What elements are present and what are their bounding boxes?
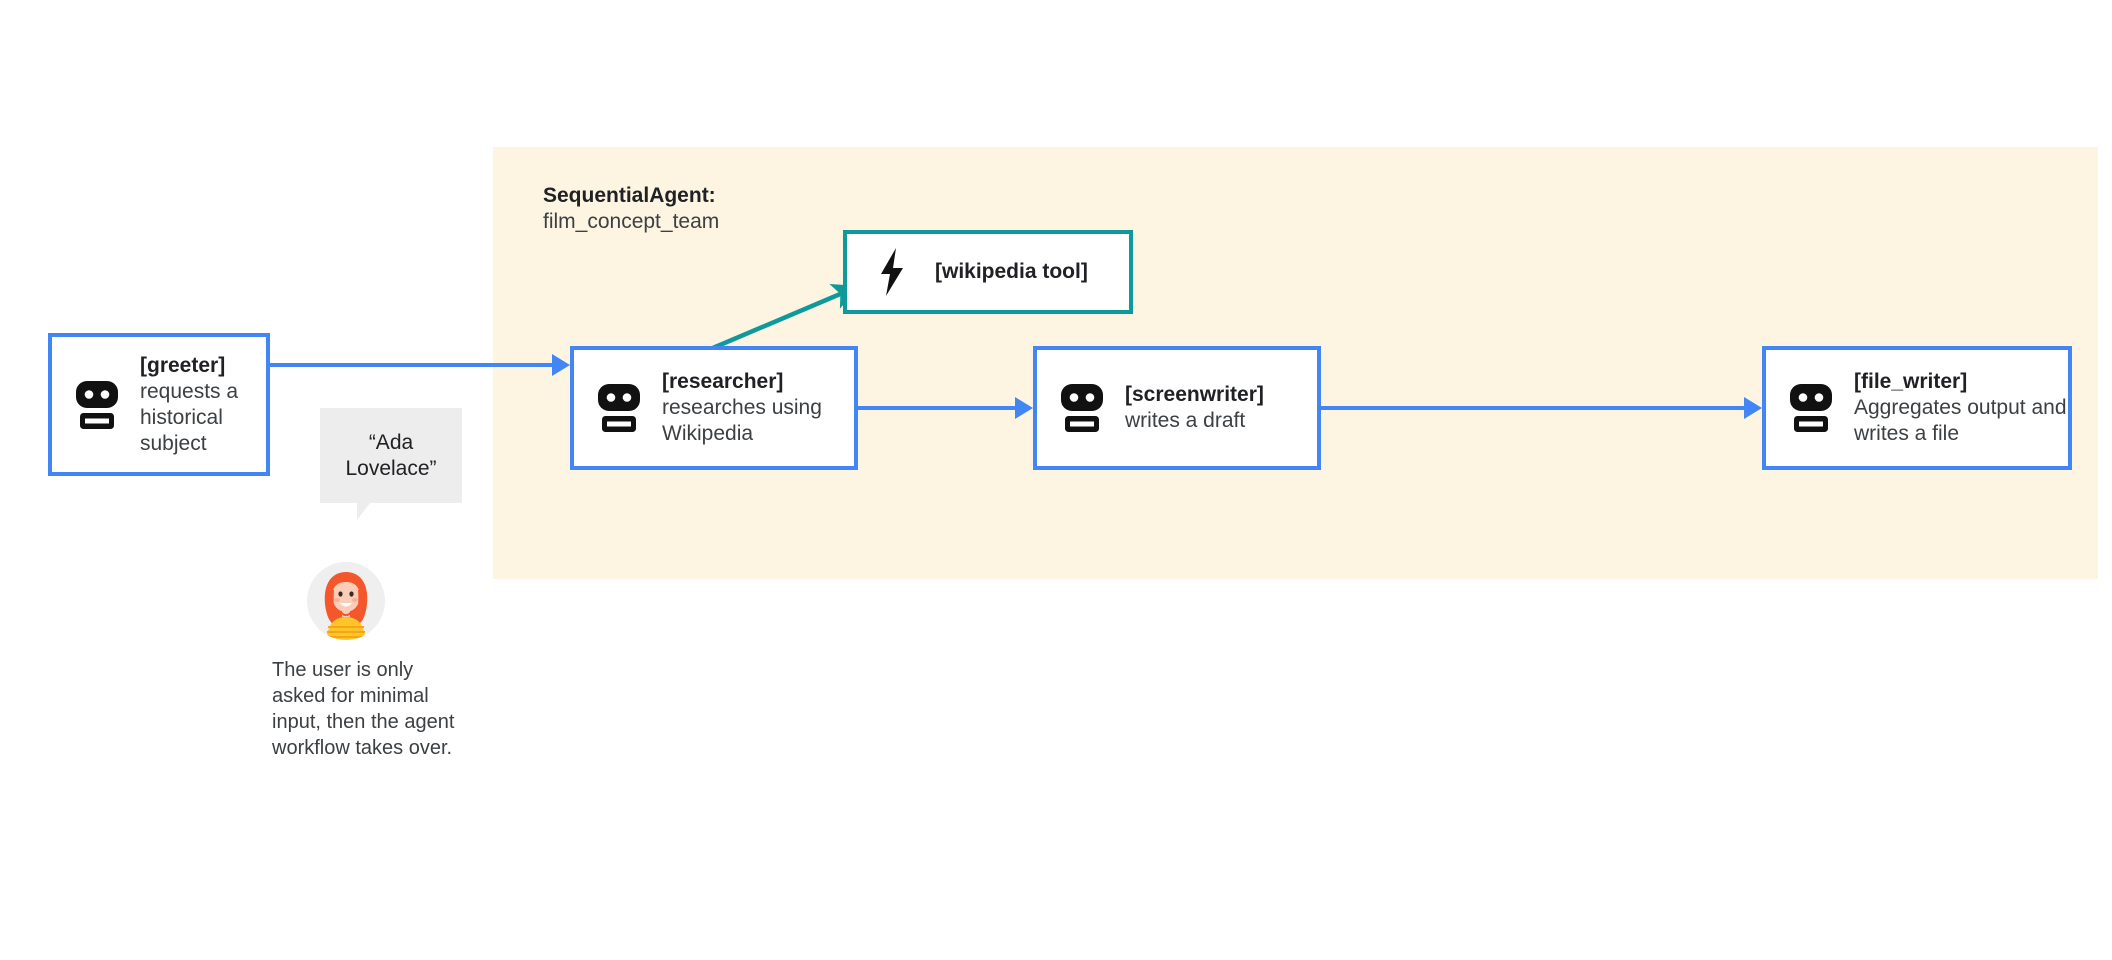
robot-icon bbox=[1055, 381, 1109, 435]
user-caption: The user is only asked for minimal input… bbox=[272, 659, 455, 759]
node-name: [screenwriter] bbox=[1125, 383, 1264, 406]
node-desc: writes a draft bbox=[1125, 409, 1246, 432]
node-researcher[interactable]: [researcher] researches using Wikipedia bbox=[570, 346, 858, 470]
lightning-bolt-icon bbox=[865, 245, 919, 299]
panel-title-sub: film_concept_team bbox=[543, 210, 720, 233]
node-label: [greeter] requests a historical subject bbox=[140, 353, 266, 457]
user-speech-bubble: “Ada Lovelace” bbox=[320, 408, 462, 503]
node-label: [wikipedia tool] bbox=[935, 259, 1088, 285]
node-name: [researcher] bbox=[662, 370, 784, 393]
node-name: [greeter] bbox=[140, 353, 226, 377]
node-desc: researches using Wikipedia bbox=[662, 396, 822, 445]
node-greeter[interactable]: [greeter] requests a historical subject bbox=[48, 333, 270, 476]
robot-icon bbox=[592, 381, 646, 435]
node-label: [file_writer] Aggregates output and writ… bbox=[1854, 369, 2068, 447]
node-desc: Aggregates output and writes a file bbox=[1854, 396, 2067, 445]
robot-icon bbox=[1784, 381, 1838, 435]
robot-icon bbox=[70, 378, 124, 432]
panel-title: SequentialAgent: film_concept_team bbox=[543, 183, 963, 235]
node-screenwriter[interactable]: [screenwriter] writes a draft bbox=[1033, 346, 1321, 470]
node-name: [wikipedia tool] bbox=[935, 260, 1088, 283]
node-file-writer[interactable]: [file_writer] Aggregates output and writ… bbox=[1762, 346, 2072, 470]
node-label: [screenwriter] writes a draft bbox=[1125, 382, 1264, 434]
speech-bubble-tail-icon bbox=[357, 503, 383, 520]
user-avatar bbox=[307, 562, 385, 640]
node-label: [researcher] researches using Wikipedia bbox=[662, 369, 854, 447]
node-name: [file_writer] bbox=[1854, 370, 1968, 393]
node-wikipedia-tool[interactable]: [wikipedia tool] bbox=[843, 230, 1133, 314]
panel-title-strong: SequentialAgent: bbox=[543, 184, 716, 207]
node-desc: requests a historical subject bbox=[140, 379, 239, 455]
